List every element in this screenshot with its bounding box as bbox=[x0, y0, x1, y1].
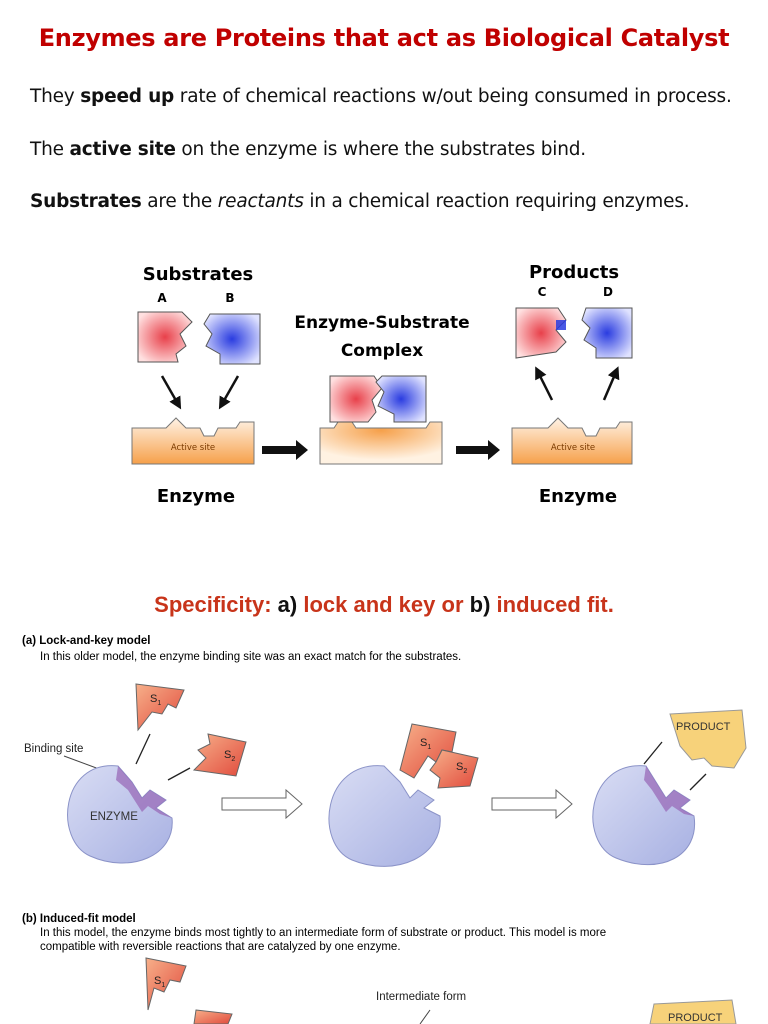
specificity-lock: lock and key or bbox=[303, 592, 464, 617]
lock-bound-s2 bbox=[429, 749, 479, 789]
arrow-d-up bbox=[602, 366, 620, 401]
substrate-b-label: B bbox=[225, 291, 234, 305]
specificity-prefix: Specificity: bbox=[154, 592, 272, 617]
product-label: PRODUCT bbox=[676, 721, 731, 733]
lock-arrow-hollow-1 bbox=[221, 788, 303, 820]
product-arrow-1 bbox=[643, 741, 663, 765]
induced-text-1: In this model, the enzyme binds most tig… bbox=[40, 927, 606, 939]
lock-s2-label: S2 bbox=[224, 749, 235, 763]
specificity-b: b) bbox=[463, 592, 497, 617]
complex-label-line2: Complex bbox=[341, 341, 423, 361]
paragraph-run: The bbox=[30, 139, 70, 160]
paragraph-run: reactants bbox=[217, 191, 304, 212]
induced-heading: (b) Induced-fit model bbox=[22, 913, 136, 925]
substrate-a-label: A bbox=[157, 291, 167, 305]
specificity-induced: induced fit. bbox=[496, 592, 614, 617]
lock-arrow-hollow-2 bbox=[491, 788, 573, 820]
complex-substrate-b bbox=[375, 375, 427, 423]
intermediate-form-label: Intermediate form bbox=[376, 991, 466, 1003]
enzyme-shape-right bbox=[511, 417, 633, 465]
product-c-label: C bbox=[538, 285, 547, 299]
active-site-label-right: Active site bbox=[551, 443, 595, 453]
lock-binding-site-3 bbox=[644, 766, 694, 816]
products-label: Products bbox=[529, 262, 619, 283]
page-title: Enzymes are Proteins that act as Biologi… bbox=[38, 24, 730, 52]
intermediate-pointer bbox=[419, 1009, 431, 1024]
paragraph-run: on the enzyme is where the substrates bi… bbox=[175, 139, 586, 160]
paragraph-run: Substrates bbox=[30, 191, 142, 212]
lock-s1-shape bbox=[135, 683, 185, 732]
paragraph-run: speed up bbox=[80, 86, 175, 107]
enzyme-substrate-diagram: Substrates A B Active site Enzyme Enzyme… bbox=[131, 262, 633, 507]
enzyme-shape-left bbox=[131, 417, 255, 465]
product-c-blue-notch bbox=[556, 320, 566, 330]
paragraph-run: rate of chemical reactions w/out being c… bbox=[174, 86, 732, 107]
paragraph-run: in a chemical reaction requiring enzymes… bbox=[303, 191, 690, 212]
product-shape bbox=[669, 709, 747, 769]
specificity-line: Specificity: a) lock and key or b) induc… bbox=[0, 592, 768, 618]
active-site-label-left: Active site bbox=[171, 443, 215, 453]
lock-s1-label: S1 bbox=[150, 693, 161, 707]
product-d-label: D bbox=[603, 285, 613, 299]
arrow-b-down bbox=[218, 375, 240, 410]
paragraph-substrates: Substrates are the reactants in a chemic… bbox=[30, 191, 690, 212]
induced-product-label: PRODUCT bbox=[668, 1012, 723, 1024]
product-d-shape bbox=[581, 307, 633, 359]
lock-enzyme-3 bbox=[592, 765, 696, 866]
enzyme-label-left: Enzyme bbox=[157, 486, 235, 507]
product-c-shape bbox=[515, 307, 567, 359]
paragraph-run: are the bbox=[141, 191, 218, 212]
binding-site-label: Binding site bbox=[24, 743, 83, 755]
substrates-label: Substrates bbox=[143, 264, 254, 285]
lock-s2-shape bbox=[192, 733, 247, 777]
lock-key-induced-fit-diagram: (a) Lock-and-key model In this older mod… bbox=[22, 635, 747, 1024]
substrate-a-shape bbox=[137, 311, 193, 363]
lock-enzyme-label: ENZYME bbox=[90, 811, 138, 823]
induced-s1-label: S1 bbox=[154, 975, 165, 989]
lock-text: In this older model, the enzyme binding … bbox=[40, 651, 461, 663]
complex-label-line1: Enzyme-Substrate bbox=[294, 313, 469, 333]
lock-arrow-s1 bbox=[135, 733, 151, 765]
lock-heading: (a) Lock-and-key model bbox=[22, 635, 150, 647]
induced-s2-shape bbox=[193, 1009, 233, 1024]
lock-bound-s2-label: S2 bbox=[456, 761, 467, 775]
induced-text-2: compatible with reversible reactions tha… bbox=[40, 941, 401, 953]
substrate-b-shape bbox=[203, 313, 261, 365]
lock-arrow-s2 bbox=[167, 767, 191, 781]
lock-binding-site-1 bbox=[116, 766, 172, 818]
paragraph-speed-up: They speed up rate of chemical reactions… bbox=[30, 86, 732, 107]
product-arrow-2 bbox=[689, 773, 707, 791]
paragraph-run: active site bbox=[69, 139, 176, 160]
induced-s1-shape bbox=[145, 957, 187, 1011]
enzyme-shape-middle bbox=[319, 421, 443, 465]
enzyme-label-right: Enzyme bbox=[539, 486, 617, 507]
lock-enzyme-2 bbox=[328, 765, 441, 867]
arrow-a-down bbox=[160, 375, 182, 410]
arrow-c-up bbox=[535, 366, 554, 401]
paragraph-run: They bbox=[30, 86, 81, 107]
specificity-a: a) bbox=[271, 592, 304, 617]
arrow-right-1 bbox=[262, 440, 308, 460]
lock-bound-s1-label: S1 bbox=[420, 737, 431, 751]
arrow-right-2 bbox=[456, 440, 500, 460]
induced-product-shape bbox=[649, 999, 737, 1024]
paragraph-active-site: The active site on the enzyme is where t… bbox=[30, 139, 586, 160]
complex-substrate-a bbox=[329, 375, 383, 423]
